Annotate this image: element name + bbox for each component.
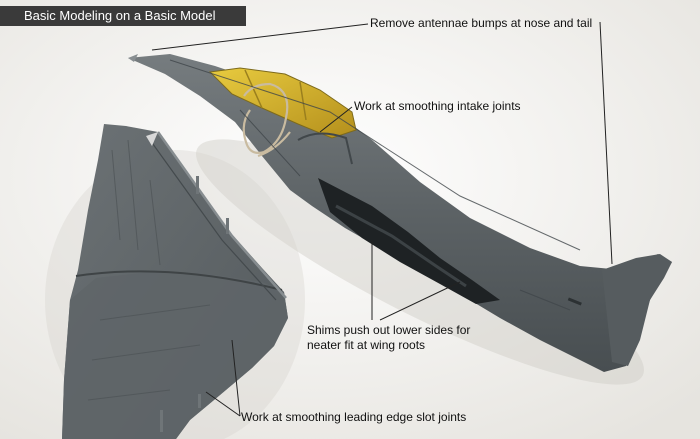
canopy-frame (244, 69, 307, 121)
cavity-floor (335, 204, 467, 288)
fuselage-panel-lines (169, 59, 581, 311)
leader-tail (599, 21, 613, 265)
tail-fin (602, 254, 672, 366)
canopy (208, 67, 357, 139)
leader-slot-a (205, 391, 241, 417)
wing-pylon-1 (196, 176, 199, 194)
wing-tip-marking (146, 132, 158, 146)
annotation-shims-line-1: Shims push out lower sides for (307, 323, 471, 337)
wing-pylon-3 (160, 410, 163, 432)
wing-lower-surface (62, 272, 288, 439)
fuselage-part (128, 54, 672, 372)
annotation-shims-line-2: neater fit at wing roots (307, 338, 426, 352)
annotation-intake: Work at smoothing intake joints (354, 99, 521, 113)
wing-pylon-4 (198, 394, 201, 408)
wing-rib-details (87, 139, 211, 401)
leader-lines (151, 21, 613, 417)
leader-slot-b (231, 339, 241, 417)
wing-pylon-2 (226, 218, 229, 234)
slot-joint-line (149, 139, 277, 301)
wing-hinge-line (75, 270, 283, 291)
rubber-band (242, 82, 291, 158)
intake-joint (297, 132, 353, 165)
annotation-nose-tail: Remove antennae bumps at nose and tail (370, 16, 593, 30)
photo-title: Basic Modeling on a Basic Model (24, 8, 216, 23)
wing-root-cavity (318, 178, 500, 304)
annotation-leading-edge: Work at smoothing leading edge slot join… (241, 410, 467, 424)
leader-nose (151, 23, 369, 51)
title-bar (0, 6, 246, 26)
fuselage-body (128, 54, 672, 372)
nose-antenna-bump (128, 54, 138, 62)
fuselage-vent (567, 297, 582, 306)
leading-edge-slot (156, 131, 287, 299)
wing-part (62, 124, 288, 439)
leader-shims-b (379, 281, 461, 321)
leader-intake (319, 106, 353, 133)
